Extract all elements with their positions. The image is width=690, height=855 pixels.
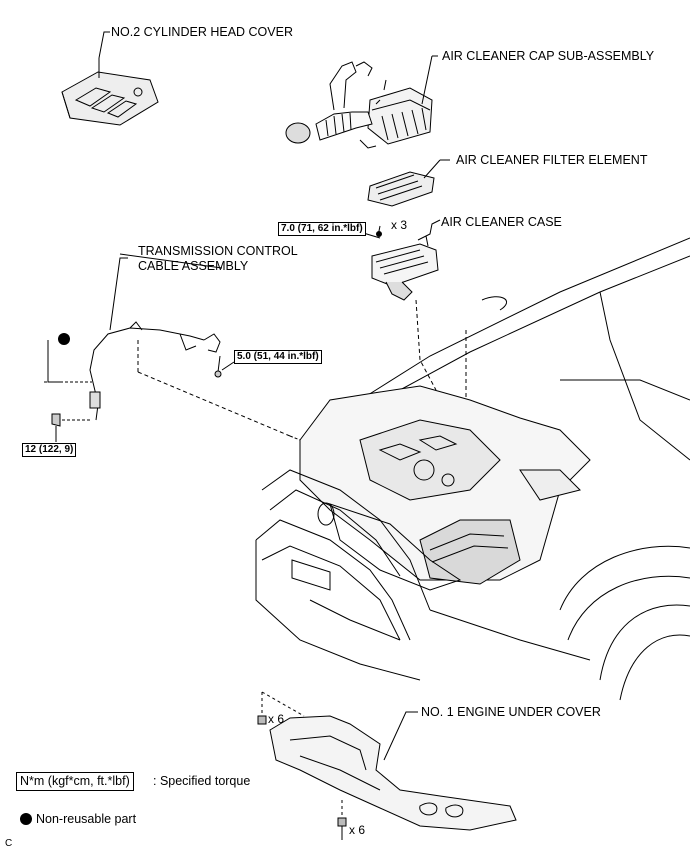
vehicle-front-body [255,237,690,701]
qty-case-bolts: x 3 [391,218,408,232]
label-engine-under-cover: NO. 1 ENGINE UNDER COVER [421,705,601,719]
legend-non-reusable-dot [20,813,32,825]
engine-under-cover-part [257,691,517,840]
label-air-cleaner-cap: AIR CLEANER CAP SUB-ASSEMBLY [442,49,655,63]
qty-under-cover-rear: x 6 [349,823,366,837]
air-cleaner-filter-part [367,159,450,207]
leader-case-torque [119,253,223,269]
label-air-cleaner-case: AIR CLEANER CASE [441,215,562,229]
air-cleaner-case-part [359,219,467,450]
label-cylinder-head-cover: NO.2 CYLINDER HEAD COVER [111,25,293,39]
legend-torque-box: N*m (kgf*cm, ft.*lbf) [16,772,134,791]
label-air-cleaner-filter: AIR CLEANER FILTER ELEMENT [456,153,648,167]
non-reusable-mark [58,333,70,345]
torque-cable-nut: 12 (122, 9) [22,443,77,457]
corner-mark: C [5,838,13,849]
qty-under-cover-front: x 6 [268,712,285,726]
label-transmission-cable-line2: CABLE ASSEMBLY [138,259,249,273]
legend-torque-text: : Specified torque [153,774,251,788]
cylinder-head-cover-part [61,31,159,126]
air-cleaner-cap-part [285,55,438,149]
torque-cable-bracket-bolt: 5.0 (51, 44 in.*lbf) [234,350,322,364]
label-transmission-cable-line1: TRANSMISSION CONTROL [138,244,298,258]
transmission-cable-part [44,257,291,442]
legend-non-reusable-text: Non-reusable part [36,812,137,826]
torque-air-cleaner-case: 7.0 (71, 62 in.*lbf) [278,222,366,236]
